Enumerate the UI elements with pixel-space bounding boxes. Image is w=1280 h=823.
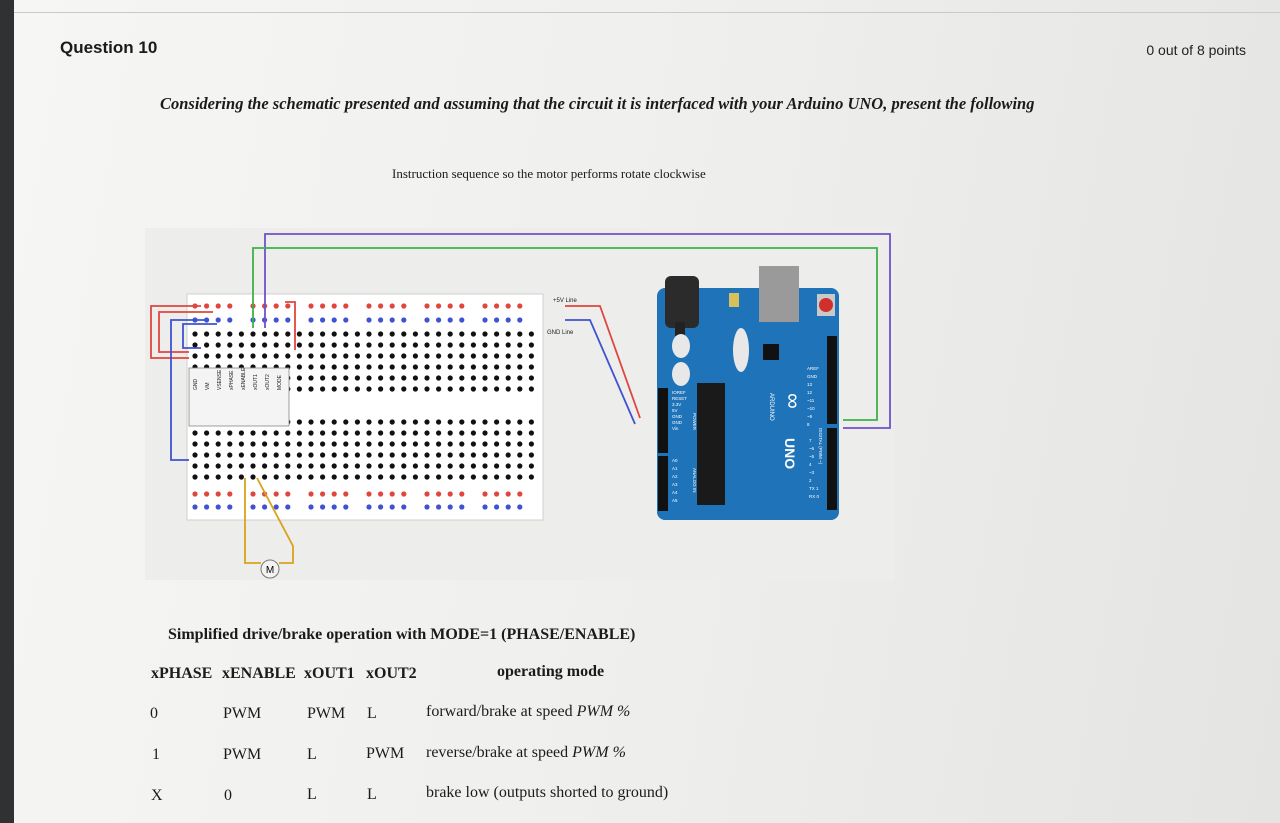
table-caption: Simplified drive/brake operation with MO… <box>168 626 636 643</box>
breadboard-pin-label: xENABLE <box>241 367 247 390</box>
power-header <box>658 388 668 453</box>
infinity-logo-icon: ∞ <box>781 393 806 409</box>
analog-pin-label: A4 <box>672 490 678 495</box>
row2-enable: PWM <box>223 746 262 763</box>
wire-blue-1 <box>170 319 205 461</box>
wire-red-2 <box>158 311 213 353</box>
analog-header-label: ANALOG IN <box>692 468 697 493</box>
question-title: Question 10 <box>60 38 158 57</box>
power-pin-label: 5V <box>672 408 678 413</box>
wire-purple <box>264 233 891 429</box>
wiring <box>150 233 891 564</box>
power-pin-label: GND <box>672 420 683 425</box>
wire-blue-2 <box>182 323 217 349</box>
motor-label: M <box>266 565 274 576</box>
analog-pin-label: A2 <box>672 474 678 479</box>
breadboard-pin-label: VSENSE <box>217 369 223 390</box>
breadboard-pin-label: GND <box>193 379 199 391</box>
breadboard-pin-label: xPHASE <box>229 370 235 390</box>
breadboard-pin-label: VM <box>205 383 211 391</box>
reset-button-icon <box>819 298 833 312</box>
row1-enable: PWM <box>223 705 262 722</box>
row1-out1: PWM <box>307 705 346 722</box>
breadboard-pin-label: xOUT2 <box>265 374 271 390</box>
digital-header-label: DIGITAL (PWM ~) <box>818 428 823 465</box>
analog-pin-label: A5 <box>672 498 678 503</box>
question-top-border <box>14 12 1280 13</box>
row3-out2: L <box>367 786 377 803</box>
breadboard: GND VM VSENSE xPHASE xENABLE xOUT1 xOUT2 MODE +5… <box>186 293 578 521</box>
power-pin-label: GND <box>672 414 683 419</box>
wire-red-3 <box>285 301 296 350</box>
digital-pin-label: ~6 <box>809 446 815 451</box>
instruction-text: Instruction sequence so the motor perfor… <box>392 166 706 181</box>
row3-enable: 0 <box>224 787 232 804</box>
digital-header-top <box>827 336 837 424</box>
header-xout1: xOUT1 <box>304 665 355 682</box>
atmega-chip <box>697 383 725 505</box>
question-prompt: Considering the schematic presented and … <box>160 94 1035 113</box>
digital-pin-label: ~11 <box>807 398 815 403</box>
digital-pin-label: 8 <box>807 422 810 427</box>
analog-pin-label: A3 <box>672 482 678 487</box>
analog-header <box>658 456 668 511</box>
wire-motor-2 <box>256 477 294 564</box>
digital-pin-label: ~5 <box>809 454 815 459</box>
wire-red-5v <box>565 305 641 419</box>
header-operating-mode: operating mode <box>497 663 605 680</box>
header-xphase: xPHASE <box>151 665 213 682</box>
digital-pin-label: RX 0 <box>809 494 820 499</box>
row2-out1: L <box>307 746 317 763</box>
wire-green <box>252 247 878 421</box>
digital-pin-label: ~9 <box>807 414 813 419</box>
row2-out2: PWM <box>366 745 405 762</box>
digital-header-bottom <box>827 428 837 510</box>
digital-pin-label: 12 <box>807 390 813 395</box>
wire-motor-1 <box>244 478 261 564</box>
power-pin-label: IOREF <box>672 390 686 395</box>
wire-blue-gnd <box>565 319 636 425</box>
row3-out1: L <box>307 786 317 803</box>
digital-pin-label: AREF <box>807 366 819 371</box>
analog-pin-label: A1 <box>672 466 678 471</box>
wire-red-1 <box>150 305 201 359</box>
board-brand: ARDUINO <box>768 393 774 421</box>
power-pin-label: 3.3V <box>672 402 681 407</box>
digital-pin-label: 4 <box>809 462 812 467</box>
motor: M <box>260 559 280 579</box>
rail-label-5v: +5V Line <box>553 298 578 304</box>
digital-pin-label: 7 <box>809 438 812 443</box>
power-pin-label: Vin <box>672 426 679 431</box>
points-label: 0 out of 8 points <box>1146 42 1246 58</box>
window-edge <box>0 0 14 823</box>
row1-out2: L <box>367 705 377 722</box>
power-header-label: POWER <box>692 413 697 431</box>
power-pin-label: RESET <box>672 396 687 401</box>
row3-phase: X <box>151 787 163 804</box>
digital-pin-label: 13 <box>807 382 813 387</box>
digital-pin-label: TX 1 <box>809 486 819 491</box>
row2-phase: 1 <box>152 746 160 763</box>
header-xenable: xENABLE <box>222 665 296 682</box>
breadboard-pin-label: MODE <box>277 374 283 390</box>
row3-mode: brake low (outputs shorted to ground) <box>426 784 669 801</box>
rail-label-gnd: GND Line <box>547 330 574 336</box>
digital-pin-label: ~10 <box>807 406 815 411</box>
arduino-uno-board: UNO ARDUINO ∞ POWER ANALOG IN DIGITAL (P… <box>657 266 839 520</box>
usb-connector <box>759 266 799 322</box>
row1-phase: 0 <box>150 705 158 722</box>
circuit-schematic: GND VM VSENSE xPHASE xENABLE xOUT1 xOUT2 MODE +5… <box>145 228 895 580</box>
breadboard-pin-label: xOUT1 <box>253 374 259 390</box>
board-model: UNO <box>782 438 798 469</box>
analog-pin-label: A0 <box>672 458 678 463</box>
digital-pin-label: ~3 <box>809 470 815 475</box>
row2-mode: reverse/brake at speed PWM % <box>426 744 626 761</box>
power-jack <box>665 276 699 328</box>
header-xout2: xOUT2 <box>366 665 417 682</box>
digital-pin-label: 2 <box>809 478 812 483</box>
digital-pin-label: GND <box>807 374 818 379</box>
row1-mode: forward/brake at speed PWM % <box>426 703 631 720</box>
